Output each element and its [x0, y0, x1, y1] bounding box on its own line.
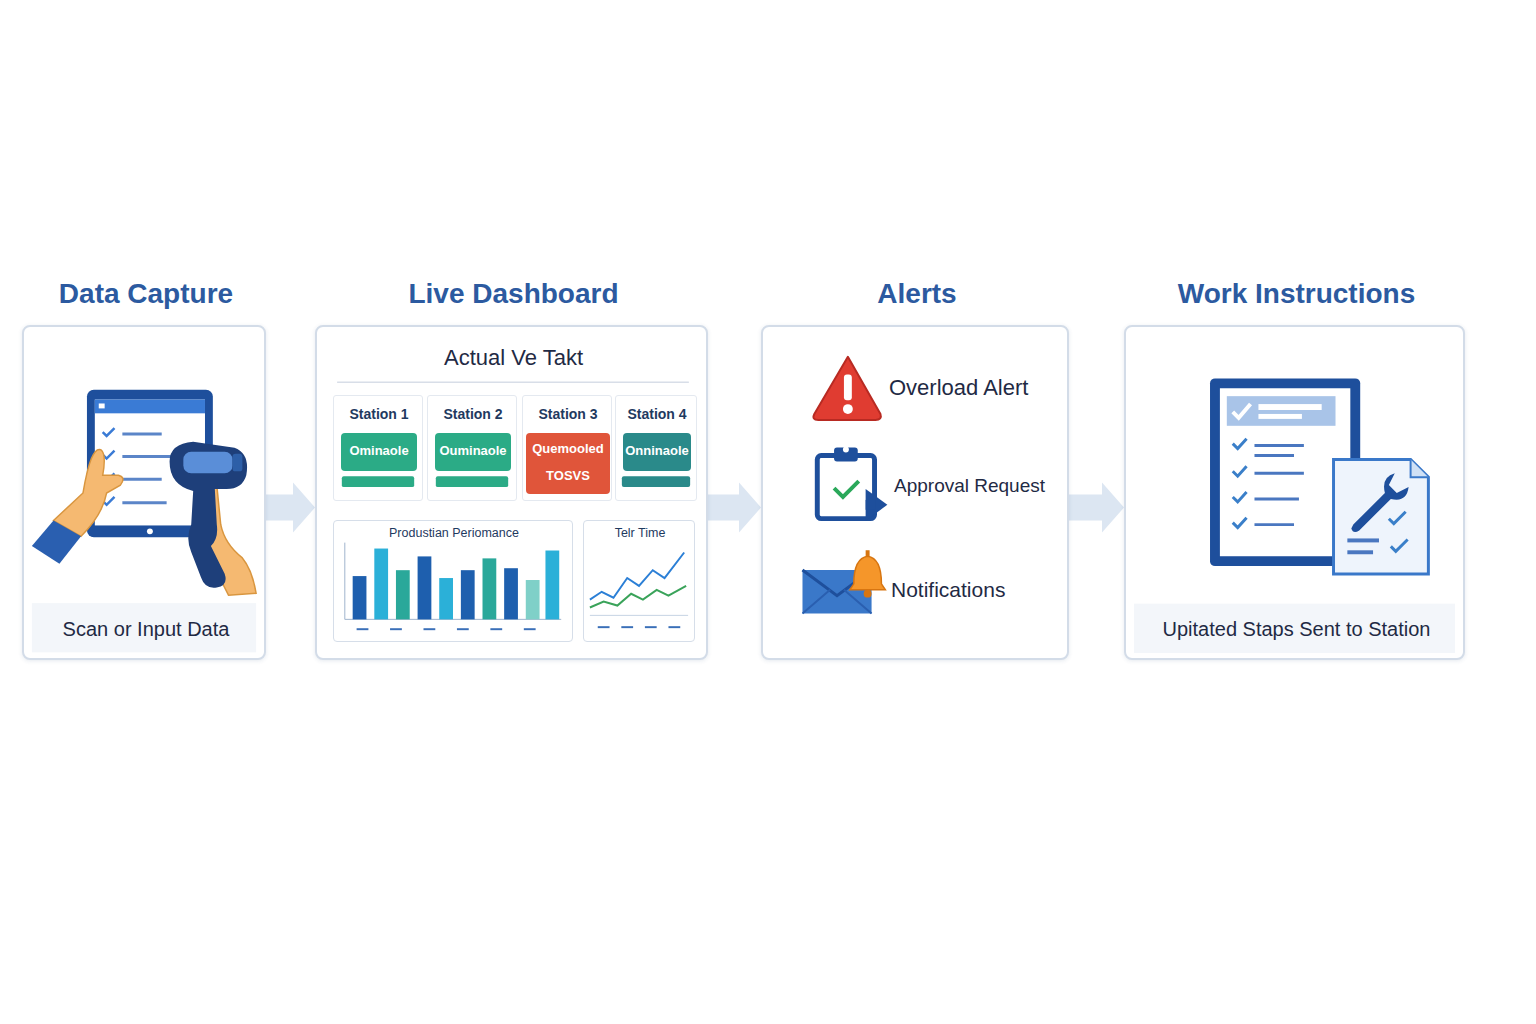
panel-heading: Data Capture [0, 277, 328, 311]
alert-item: Approval Request [894, 475, 1068, 498]
status-badge: Ominaole [341, 433, 417, 471]
chart-title: Telr Time [586, 526, 694, 541]
flow-arrow [1069, 483, 1124, 533]
alert-item: Overload Alert [889, 375, 1067, 401]
dashboard-title: Actual Ve Takt [327, 345, 700, 371]
panel-heading: Work Instructions [1066, 277, 1527, 311]
station-name: Station 1 [336, 406, 422, 423]
chart-title: Produstian Periomance [338, 526, 570, 541]
station-name: Station 3 [525, 406, 611, 423]
panel-footer: Upitated Staps Sent to Station [1132, 617, 1461, 641]
station-card: Station 4 Onninaole [615, 395, 697, 501]
process-panel: AlertsOverload AlertApproval RequestNoti… [761, 325, 1069, 660]
scanner-tablet-illustration [24, 327, 264, 658]
chart-panel: Telr Time [583, 520, 695, 642]
alert-item: Notifications [891, 577, 1067, 602]
status-badge: Quemooled [526, 433, 610, 464]
status-badge: TOSVS [526, 464, 610, 494]
flow-arrow [708, 483, 761, 533]
instruction-icons [1126, 327, 1463, 658]
process-panel: Live DashboardActual Ve TaktStation 1Omi… [315, 325, 708, 660]
station-name: Station 2 [430, 406, 516, 423]
flow-arrow [266, 483, 315, 533]
process-panel: Work InstructionsUpitated Staps Sent to … [1124, 325, 1465, 660]
panel-heading: Alerts [703, 277, 1131, 311]
station-card: Station 2 Ouminaole [427, 395, 517, 501]
station-name: Station 4 [618, 406, 696, 423]
panel-footer: Scan or Input Data [30, 617, 262, 641]
station-card: Station 3 QuemooledTOSVS [522, 395, 612, 501]
process-panel: Data CaptureScan or Input Data [22, 325, 266, 660]
panel-heading: Live Dashboard [257, 277, 770, 311]
chart-panel: Produstian Periomance [333, 520, 573, 642]
status-badge: Onninaole [623, 433, 691, 471]
status-badge: Ouminaole [435, 433, 511, 471]
station-card: Station 1 Ominaole [333, 395, 423, 501]
